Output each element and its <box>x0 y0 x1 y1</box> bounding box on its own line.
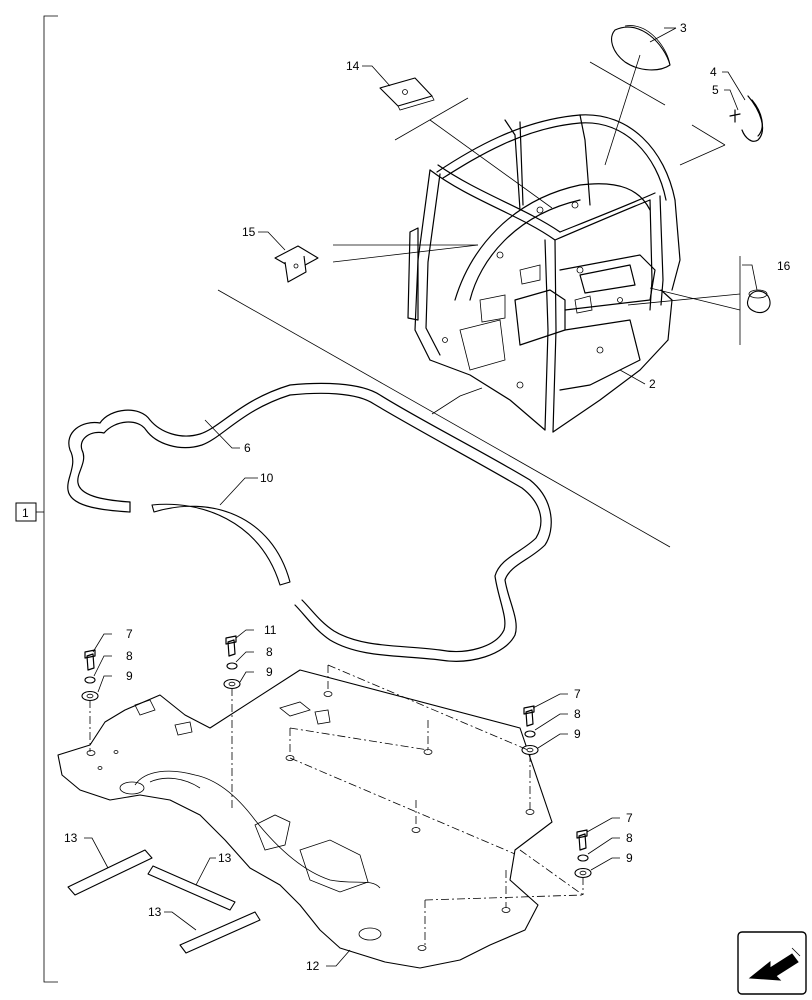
callout-9-d: 9 <box>626 851 633 865</box>
part-12-floormat <box>57 669 553 969</box>
part-14-bracket <box>379 77 435 111</box>
fastener-stack-b <box>223 635 241 690</box>
callout-11: 11 <box>264 623 277 637</box>
callout-8-d: 8 <box>626 831 633 845</box>
callout-10: 10 <box>260 471 274 485</box>
cab-frame <box>407 114 681 433</box>
callout-leaders <box>84 27 758 967</box>
callout-13-c: 13 <box>148 905 162 919</box>
part-16-plug <box>746 289 771 314</box>
group-label-box <box>15 502 37 522</box>
part-4-5-clip <box>729 95 763 142</box>
part-15-bracket <box>274 245 319 283</box>
callout-2: 2 <box>649 377 656 391</box>
fastener-stack-d <box>574 829 592 879</box>
callout-7-d: 7 <box>626 811 633 825</box>
callout-7-a: 7 <box>126 627 133 641</box>
callout-9-a: 9 <box>126 669 133 683</box>
callout-13-a: 13 <box>64 831 78 845</box>
fastener-stack-c <box>521 705 539 756</box>
part-6-seal <box>67 382 552 662</box>
arrow-navigation-icon[interactable] <box>737 931 807 995</box>
callout-labels: 2 3 4 5 6 10 14 15 16 7 8 9 11 8 9 7 8 9… <box>64 21 791 973</box>
callout-8-a: 8 <box>126 649 133 663</box>
callout-3: 3 <box>680 21 687 35</box>
callout-4: 4 <box>710 65 717 79</box>
callout-8-b: 8 <box>266 645 273 659</box>
cab-section-lines <box>217 61 741 548</box>
callout-14: 14 <box>346 59 360 73</box>
callout-15: 15 <box>242 225 256 239</box>
group-bracket: 1 <box>15 15 58 983</box>
part-13-strips <box>67 849 261 954</box>
group-label: 1 <box>22 506 29 520</box>
callout-8-c: 8 <box>574 707 581 721</box>
assembly-lines <box>89 664 584 946</box>
callout-9-c: 9 <box>574 727 581 741</box>
part-10-strip <box>151 503 291 586</box>
callout-16: 16 <box>777 259 791 273</box>
callout-13-b: 13 <box>218 851 232 865</box>
callout-6: 6 <box>244 441 251 455</box>
callout-5: 5 <box>712 83 719 97</box>
fastener-stack-a <box>81 649 99 702</box>
callout-7-c: 7 <box>574 687 581 701</box>
callout-12: 12 <box>306 959 320 973</box>
part-3-cover <box>611 25 671 71</box>
callout-9-b: 9 <box>266 665 273 679</box>
